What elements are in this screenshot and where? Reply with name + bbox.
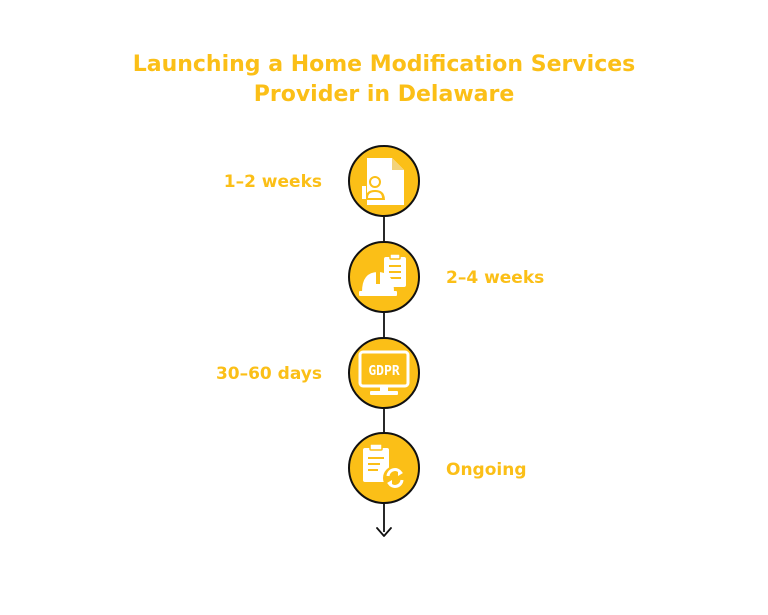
svg-text:GDPR: GDPR xyxy=(368,364,399,379)
gdpr-monitor-icon: GDPR xyxy=(358,350,410,395)
step-3-node: GDPR xyxy=(348,337,420,409)
step-3-label: 30–60 days xyxy=(215,364,322,384)
title-line-1: Launching a Home Modification Services xyxy=(132,52,636,77)
step-1-node xyxy=(348,145,420,217)
step-4-label: Ongoing xyxy=(446,460,527,480)
timeline-arrowhead xyxy=(376,527,392,537)
clipboard-refresh-icon xyxy=(363,443,407,490)
document-person-icon xyxy=(362,158,404,205)
step-4-node xyxy=(348,432,420,504)
step-2-node xyxy=(348,241,420,313)
title-line-2: Provider in Delaware xyxy=(253,82,515,107)
step-2-label: 2–4 weeks xyxy=(446,268,545,288)
diagram-title: Launching a Home Modification Services P… xyxy=(0,50,768,110)
step-1-label: 1–2 weeks xyxy=(223,172,322,192)
hardhat-clipboard-icon xyxy=(359,253,406,296)
